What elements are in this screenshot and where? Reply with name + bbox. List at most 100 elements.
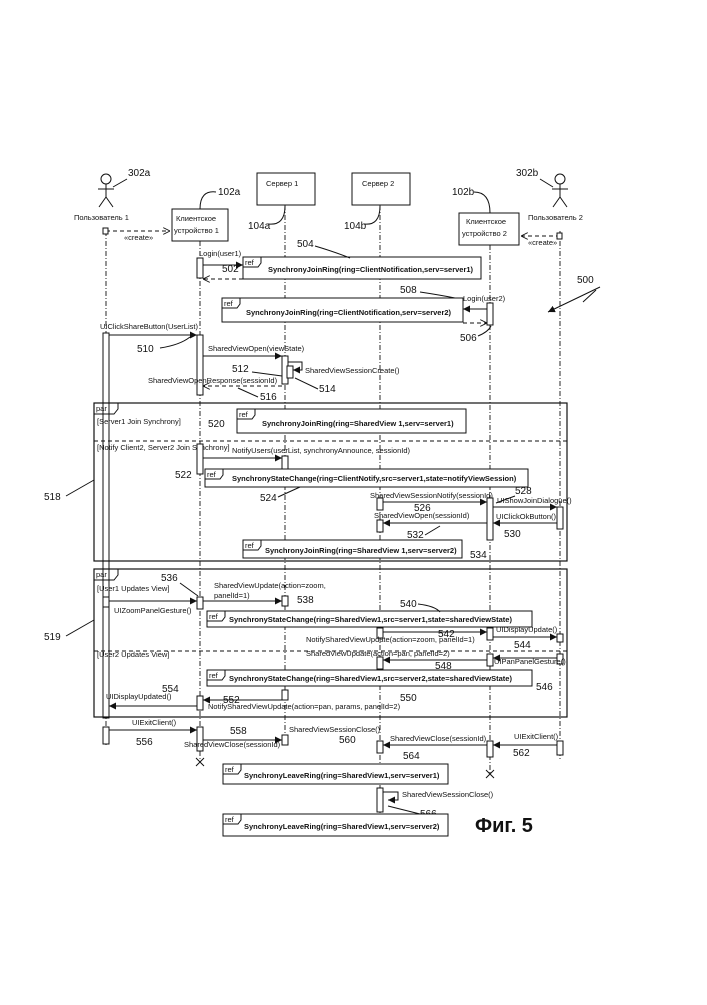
par2-kw: par (96, 570, 107, 579)
num-538: 538 (297, 595, 314, 606)
create-label-1: «create» (124, 233, 153, 242)
num-508: 508 (400, 285, 417, 296)
num-562: 562 (513, 748, 530, 759)
destroy-client1 (196, 758, 204, 766)
client1-ref: 102a (218, 187, 241, 198)
actor-user2-label: Пользователь 2 (528, 213, 583, 222)
num-516: 516 (260, 392, 277, 403)
msg-login1: Login(user1) (199, 249, 242, 258)
msg-sv-open: SharedViewOpen(viewState) (208, 344, 305, 353)
client2-label-line2: устройство 2 (462, 229, 507, 238)
object-client1: Клиентское устройство 1 102a (172, 187, 241, 241)
ref-566-kw: ref (225, 815, 235, 824)
num-558: 558 (230, 726, 247, 737)
num-520: 520 (208, 419, 225, 430)
create-label-2: «create» (528, 238, 557, 247)
activation-client1-a (197, 258, 203, 278)
num-564: 564 (403, 751, 420, 762)
ref-540-text: SynchronyStateChange(ring=SharedView1,sr… (229, 615, 512, 624)
msg-sv-open-response: SharedViewOpenResponse(sessionId) (148, 376, 278, 385)
num-500: 500 (577, 275, 594, 286)
msg-notify-sv-update-1: NotifySharedViewUpdate(action=zoom, pane… (306, 635, 475, 644)
num-544: 544 (514, 640, 531, 651)
server2-label: Сервер 2 (362, 179, 394, 188)
ref-520-kw: ref (239, 410, 249, 419)
actor-user1-label: Пользователь 1 (74, 213, 129, 222)
msg-exit-2: UIExitClient() (514, 732, 559, 741)
ref-508-text: SynchronyJoinRing(ring=ClientNotificatio… (246, 308, 452, 317)
ref-534-text: SynchronyJoinRing(ring=SharedView 1,serv… (265, 546, 457, 555)
ref-524-text: SynchronyStateChange(ring=ClientNotify,s… (232, 474, 517, 483)
num-530: 530 (504, 529, 521, 540)
server1-label: Сервер 1 (266, 179, 298, 188)
num-534: 534 (470, 550, 487, 561)
par2-guard1: [User1 Updates View] (97, 584, 169, 593)
msg-sv-session-create: SharedViewSessionCreate() (305, 366, 400, 375)
num-556: 556 (136, 737, 153, 748)
ref-560-kw: ref (225, 765, 235, 774)
object-client2: Клиентское устройство 2 102b (452, 187, 519, 245)
actor-user1: Пользователь 1 302a (74, 168, 151, 222)
destroy-client2 (486, 770, 494, 778)
msg-sv-open-2: SharedViewOpen(sessionId) (374, 511, 470, 520)
client1-label-line2: устройство 1 (174, 226, 219, 235)
msg-sv-session-close-2: SharedViewSessionClose() (402, 790, 494, 799)
activation-client2-a (487, 303, 493, 325)
client2-ref: 102b (452, 187, 475, 198)
num-506: 506 (460, 333, 477, 344)
ref-534-kw: ref (245, 541, 255, 550)
msg-exit-1: UIExitClient() (132, 718, 177, 727)
actor-user2-ref: 302b (516, 168, 539, 179)
client2-label-line1: Клиентское (466, 217, 506, 226)
ref-560-text: SynchronyLeaveRing(ring=SharedView1,serv… (244, 771, 440, 780)
ref-504-kw: ref (245, 258, 255, 267)
ref-508-kw: ref (224, 299, 234, 308)
num-512: 512 (232, 364, 249, 375)
msg-zoom-gesture: UIZoomPanelGesture() (114, 606, 192, 615)
activation-client2-b (487, 498, 493, 540)
msg-notify-users: NotifyUsers(userList, synchronyAnnounce,… (232, 446, 410, 455)
num-550: 550 (400, 693, 417, 704)
num-524: 524 (260, 493, 277, 504)
msg-show-join: UIShowJoinDialogue() (497, 496, 572, 505)
actor-user1-ref: 302a (128, 168, 151, 179)
ref-520-text: SynchronyJoinRing(ring=SharedView 1,serv… (262, 419, 454, 428)
num-554: 554 (162, 684, 179, 695)
msg-click-ok: UIClickOkButton() (496, 512, 557, 521)
actor-user2: Пользователь 2 302b (516, 168, 583, 222)
msg-sv-session-notify: SharedViewSessionNotify(sessionId) (370, 491, 493, 500)
diagram-pointer-500 (548, 287, 600, 312)
ref-524-kw: ref (207, 470, 217, 479)
msg-click-share: UIClickShareButton(UserList) (100, 322, 198, 331)
msg-sv-update-1a: SharedViewUpdate(action=zoom, (214, 581, 326, 590)
msg-display-update-2: UIDisplayUpdate() (496, 625, 558, 634)
server2-ref: 104b (344, 221, 367, 232)
figure-label: Фиг. 5 (475, 815, 533, 837)
object-server1: Сервер 1 104a (248, 173, 315, 232)
par1-guard2: [Notify Client2, Server2 Join Synchrony] (97, 443, 230, 452)
ref-548-text: SynchronyStateChange(ring=SharedView1,sr… (229, 674, 512, 683)
activation-user2-a (557, 507, 563, 529)
num-522: 522 (175, 470, 192, 481)
num-502: 502 (222, 264, 239, 275)
num-532: 532 (407, 530, 424, 541)
ref-540-kw: ref (209, 612, 219, 621)
num-510: 510 (137, 344, 154, 355)
ref-566-text: SynchronyLeaveRing(ring=SharedView1,serv… (244, 822, 440, 831)
ref-504-text: SynchronyJoinRing(ring=ClientNotificatio… (268, 265, 474, 274)
msg-login2: Login(user2) (463, 294, 506, 303)
msg-sv-session-close-1: SharedViewSessionClose() (289, 725, 381, 734)
num-546: 546 (536, 682, 553, 693)
num-536: 536 (161, 573, 178, 584)
num-540: 540 (400, 599, 417, 610)
client1-label-line1: Клиентское (176, 214, 216, 223)
activation-client1-b (197, 335, 203, 395)
activation-user1 (103, 333, 109, 718)
num-514: 514 (319, 384, 336, 395)
server1-ref: 104a (248, 221, 271, 232)
num-519: 519 (44, 632, 61, 643)
par1-kw: par (96, 404, 107, 413)
num-560: 560 (339, 735, 356, 746)
